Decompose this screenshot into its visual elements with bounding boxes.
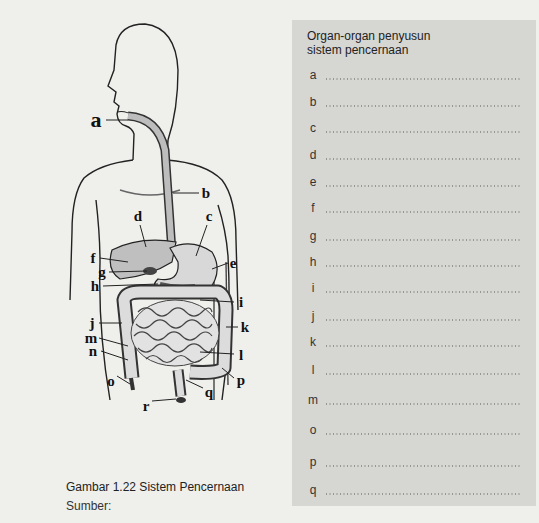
callout-letter: n xyxy=(89,344,97,359)
answer-letter: f xyxy=(311,202,314,214)
answer-letter: d xyxy=(310,149,317,161)
callout-letter: b xyxy=(202,186,210,201)
callout-letter: h xyxy=(91,279,99,294)
large-intestine xyxy=(124,292,226,378)
worksheet-panel xyxy=(292,20,536,506)
answer-letter: k xyxy=(310,336,316,348)
callout-letter: f xyxy=(91,251,96,266)
esophagus xyxy=(128,116,172,252)
callout-letter: l xyxy=(239,348,243,363)
panel-heading: Organ-organ penyusun sistem pencernaan xyxy=(307,29,447,57)
answer-letter: i xyxy=(312,282,315,294)
answer-lines xyxy=(326,79,522,494)
answer-letter: p xyxy=(310,456,317,468)
worksheet-panel: Organ-organ penyusun sistem pencernaan xyxy=(292,20,536,506)
figure-caption: Gambar 1.22 Sistem Pencernaan xyxy=(66,480,244,494)
source-note: Sumber: xyxy=(66,500,111,512)
answer-letter: j xyxy=(312,310,315,322)
answer-letter: b xyxy=(310,96,317,108)
answer-letter: q xyxy=(310,484,317,496)
leader-lines xyxy=(99,120,238,401)
callout-letter: k xyxy=(241,320,249,335)
callout-letter: o xyxy=(107,374,115,389)
callout-letter: d xyxy=(134,209,142,224)
callout-letter: r xyxy=(143,399,150,414)
answer-letter: l xyxy=(312,364,315,376)
answer-letter: c xyxy=(310,122,316,134)
body-outline xyxy=(70,24,238,400)
callout-letter: g xyxy=(98,265,106,280)
callout-letter: c xyxy=(206,209,213,224)
answer-letter: o xyxy=(310,424,317,436)
answer-letter: e xyxy=(310,176,317,188)
small-intestine xyxy=(131,300,219,366)
callout-letter: q xyxy=(205,385,213,400)
callout-letter: p xyxy=(237,373,245,388)
answer-letter: g xyxy=(310,230,317,242)
rectum xyxy=(178,370,181,396)
answer-letter: a xyxy=(310,69,317,81)
answer-letter: h xyxy=(310,256,317,268)
liver xyxy=(110,240,176,279)
callout-letter: a xyxy=(91,109,102,131)
callout-letter: e xyxy=(230,256,237,271)
answer-letter: m xyxy=(308,394,318,406)
callout-letter: j xyxy=(90,316,95,331)
callout-letter: i xyxy=(239,295,243,310)
anus xyxy=(176,397,186,403)
appendix xyxy=(131,378,133,390)
